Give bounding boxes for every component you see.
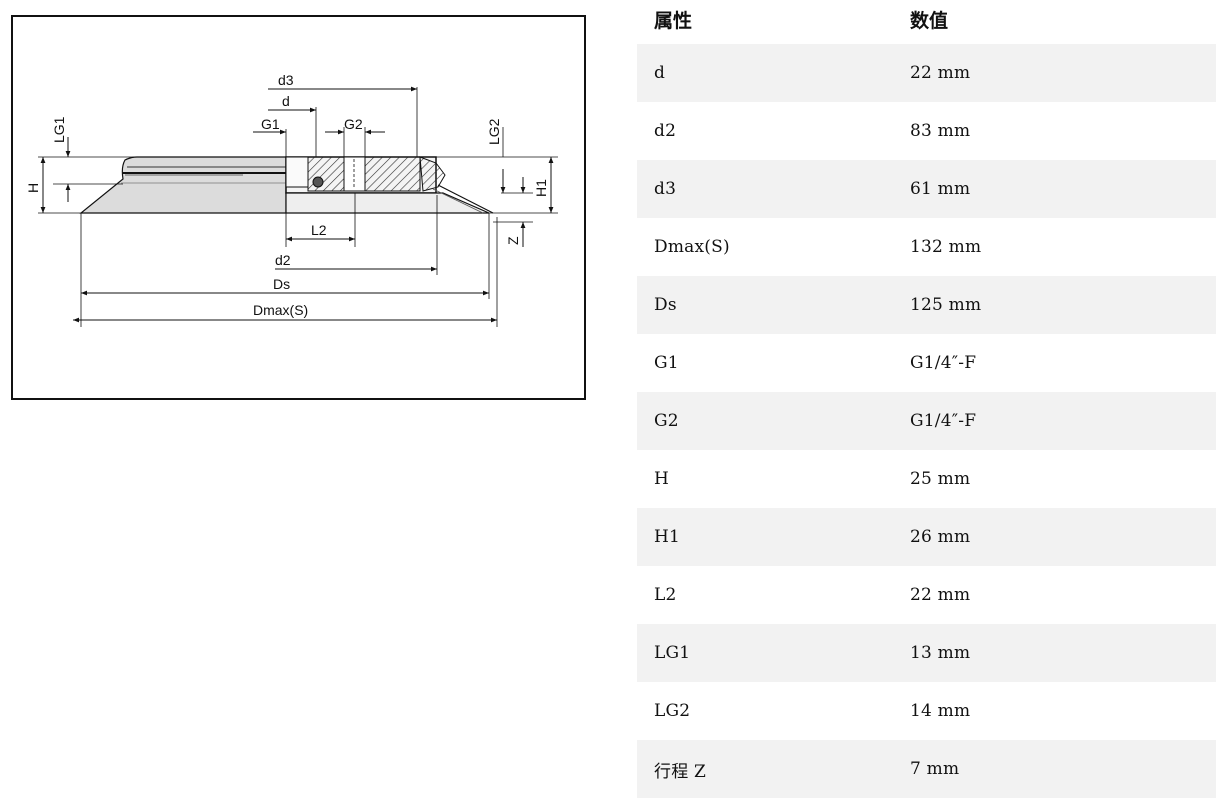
dimension-lines <box>40 86 554 323</box>
extension-lines <box>38 87 558 327</box>
table-row: LG1 13 mm <box>637 624 1216 682</box>
table-row: H 25 mm <box>637 450 1216 508</box>
row-value: 132 mm <box>893 218 1216 276</box>
label-lg1: LG1 <box>51 116 67 143</box>
technical-drawing: d3 d G1 G2 LG1 LG2 H H1 Z L2 d2 Ds Dmax(… <box>11 15 586 400</box>
header-value: 数值 <box>910 9 949 32</box>
label-z: Z <box>505 236 521 245</box>
suction-cup-drawing: d3 d G1 G2 LG1 LG2 H H1 Z L2 d2 Ds Dmax(… <box>25 72 558 327</box>
row-name: H1 <box>637 508 893 566</box>
label-d: d <box>282 93 290 109</box>
row-value: 61 mm <box>893 160 1216 218</box>
table-row: G2 G1/4″-F <box>637 392 1216 450</box>
table-row: d2 83 mm <box>637 102 1216 160</box>
label-g1: G1 <box>261 116 280 132</box>
table-row: d 22 mm <box>637 44 1216 102</box>
row-name: G1 <box>637 334 893 392</box>
row-value: G1/4″-F <box>893 392 1216 450</box>
header-attribute: 属性 <box>654 9 693 32</box>
row-name: d2 <box>637 102 893 160</box>
label-l2: L2 <box>311 222 327 238</box>
row-name: 行程 Z <box>637 740 893 798</box>
label-d3: d3 <box>278 72 294 88</box>
spec-table: 属性 数值 d 22 mm d2 83 mm d3 61 mm Dmax(S) … <box>637 0 1216 798</box>
label-dmax: Dmax(S) <box>253 302 308 318</box>
table-row: H1 26 mm <box>637 508 1216 566</box>
row-name: L2 <box>637 566 893 624</box>
row-name: Dmax(S) <box>637 218 893 276</box>
row-name: H <box>637 450 893 508</box>
row-name: LG2 <box>637 682 893 740</box>
table-row: L2 22 mm <box>637 566 1216 624</box>
label-h: H <box>25 183 41 193</box>
row-name: d <box>637 44 893 102</box>
row-name: LG1 <box>637 624 893 682</box>
label-g2: G2 <box>344 116 363 132</box>
row-value: 22 mm <box>893 566 1216 624</box>
row-value: 83 mm <box>893 102 1216 160</box>
table-row: LG2 14 mm <box>637 682 1216 740</box>
table-row: 行程 Z 7 mm <box>637 740 1216 798</box>
row-value: 25 mm <box>893 450 1216 508</box>
label-ds: Ds <box>273 276 290 292</box>
row-value: 13 mm <box>893 624 1216 682</box>
cup-body-exterior <box>79 156 287 214</box>
label-h1: H1 <box>533 179 549 197</box>
row-name: Ds <box>637 276 893 334</box>
table-row: d3 61 mm <box>637 160 1216 218</box>
row-value: 26 mm <box>893 508 1216 566</box>
cup-body-section <box>285 156 494 214</box>
table-row: Ds 125 mm <box>637 276 1216 334</box>
table-row: G1 G1/4″-F <box>637 334 1216 392</box>
label-d2: d2 <box>275 252 291 268</box>
row-value: 7 mm <box>893 740 1216 798</box>
row-name: d3 <box>637 160 893 218</box>
row-value: G1/4″-F <box>893 334 1216 392</box>
row-name: G2 <box>637 392 893 450</box>
table-row: Dmax(S) 132 mm <box>637 218 1216 276</box>
row-value: 14 mm <box>893 682 1216 740</box>
row-value: 125 mm <box>893 276 1216 334</box>
row-value: 22 mm <box>893 44 1216 102</box>
label-lg2: LG2 <box>486 118 502 145</box>
table-header-row: 属性 数值 <box>637 0 1216 44</box>
